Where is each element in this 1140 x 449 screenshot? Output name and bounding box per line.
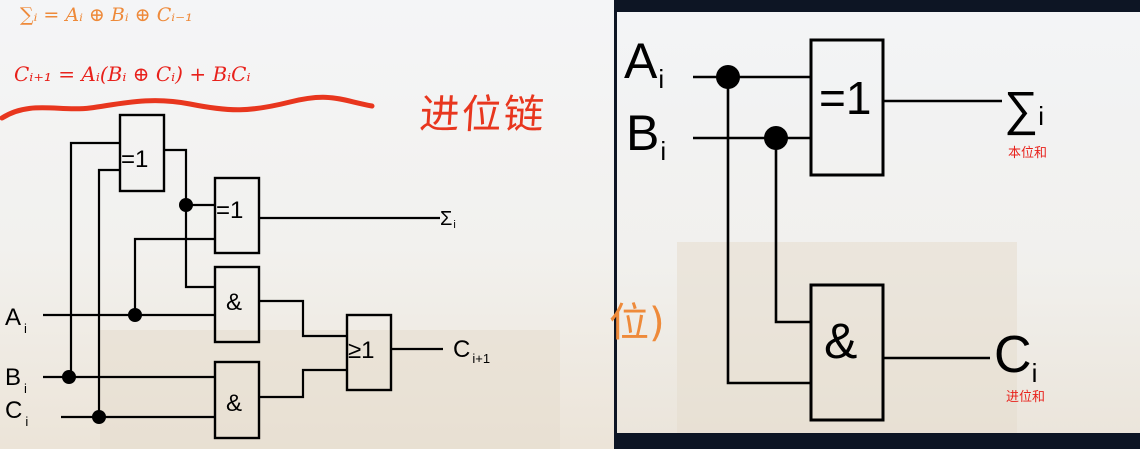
xor-gate-label: =1 <box>819 72 871 124</box>
junction-dots <box>716 65 788 150</box>
sum-output-label: Σi <box>440 208 456 231</box>
half-adder-slide: 位) =1 & Ai Bi ∑i Ci 本位和 进位和 <box>609 0 1140 449</box>
and-gate-2 <box>213 360 261 440</box>
xor-gate <box>809 38 885 177</box>
partial-orange-text: 位) <box>609 300 665 346</box>
handwritten-underline <box>0 94 375 121</box>
xor-gate-2 <box>213 176 261 255</box>
and-gate <box>809 283 885 422</box>
xor-gate-1 <box>118 113 166 193</box>
xor-gate-1-label: =1 <box>121 146 148 173</box>
background-building <box>100 330 560 449</box>
background-building <box>677 242 1017 433</box>
sum-output-label: ∑i <box>1004 83 1044 136</box>
sum-equation: ∑ᵢ = Aᵢ ⊕ Bᵢ ⊕ Cᵢ₋₁ <box>20 4 193 26</box>
and-gate-1 <box>213 265 261 344</box>
xor-gate-2-label: =1 <box>216 197 243 224</box>
sum-caption: 本位和 <box>1008 146 1048 161</box>
carry-equation: Cᵢ₊₁ = Aᵢ(Bᵢ ⊕ Cᵢ) + BᵢCᵢ <box>14 62 251 86</box>
junction-dots <box>62 198 193 424</box>
carry-output-label: Ci <box>994 326 1037 388</box>
half-adder-circuit: =1 & Ai Bi ∑i Ci <box>624 33 1044 422</box>
input-b-label: Bi <box>626 105 666 166</box>
and-gate-label: & <box>824 313 857 369</box>
wires <box>693 75 1002 385</box>
and-gate-2-label: & <box>226 390 242 417</box>
or-gate-label: ≥1 <box>348 337 375 364</box>
wires <box>43 141 443 419</box>
carry-caption: 进位和 <box>1006 390 1046 405</box>
and-gate-1-label: & <box>226 289 242 316</box>
or-gate <box>345 313 393 392</box>
input-a-label: Ai <box>624 33 664 94</box>
full-adder-slide: ∑ᵢ = Aᵢ ⊕ Bᵢ ⊕ Cᵢ₋₁ Cᵢ₊₁ = Aᵢ(Bᵢ ⊕ Cᵢ) +… <box>0 4 560 449</box>
